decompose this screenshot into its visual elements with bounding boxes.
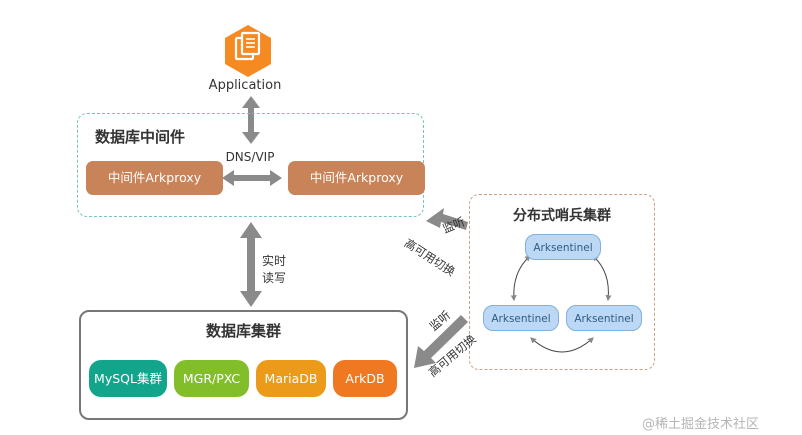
arkproxy-node-right: 中间件Arkproxy — [288, 161, 425, 195]
arksentinel-node-right: Arksentinel — [566, 305, 642, 331]
mysql-cluster-node: MySQL集群 — [89, 360, 167, 397]
watermark: @稀土掘金技术社区 — [642, 417, 760, 432]
sentinel-curve-right — [592, 255, 612, 302]
dns-vip-label: DNS/VIP — [225, 150, 275, 164]
middleware-title: 数据库中间件 — [95, 128, 186, 146]
mariadb-node: MariaDB — [256, 360, 326, 397]
realtime-rw-arrow — [240, 222, 262, 307]
sentinel-to-database-arrow — [414, 315, 468, 368]
database-cluster-title: 数据库集群 — [205, 322, 281, 340]
app-middleware-arrow — [242, 96, 260, 144]
proxy-link-arrow — [222, 170, 282, 186]
application-label: Application — [208, 78, 282, 93]
database-cluster-container — [79, 310, 408, 420]
arkproxy-node-left: 中间件Arkproxy — [86, 161, 223, 195]
arksentinel-node-top: Arksentinel — [525, 234, 601, 260]
sentinel-cluster-container — [469, 194, 655, 370]
readwrite-label: 读写 — [262, 271, 287, 285]
arksentinel-node-left: Arksentinel — [483, 305, 559, 331]
arkdb-node: ArkDB — [333, 360, 397, 397]
sentinel-curve-left — [510, 255, 531, 302]
sentinel-to-middleware-arrow — [426, 208, 468, 230]
sentinel-cluster-title: 分布式哨兵集群 — [513, 208, 611, 224]
application-icon — [225, 25, 271, 77]
mgr-pxc-node: MGR/PXC — [174, 360, 249, 397]
sentinel-curve-bottom — [530, 337, 594, 353]
realtime-rw-label: 实时 读写 — [262, 253, 286, 287]
realtime-label: 实时 — [262, 254, 287, 268]
